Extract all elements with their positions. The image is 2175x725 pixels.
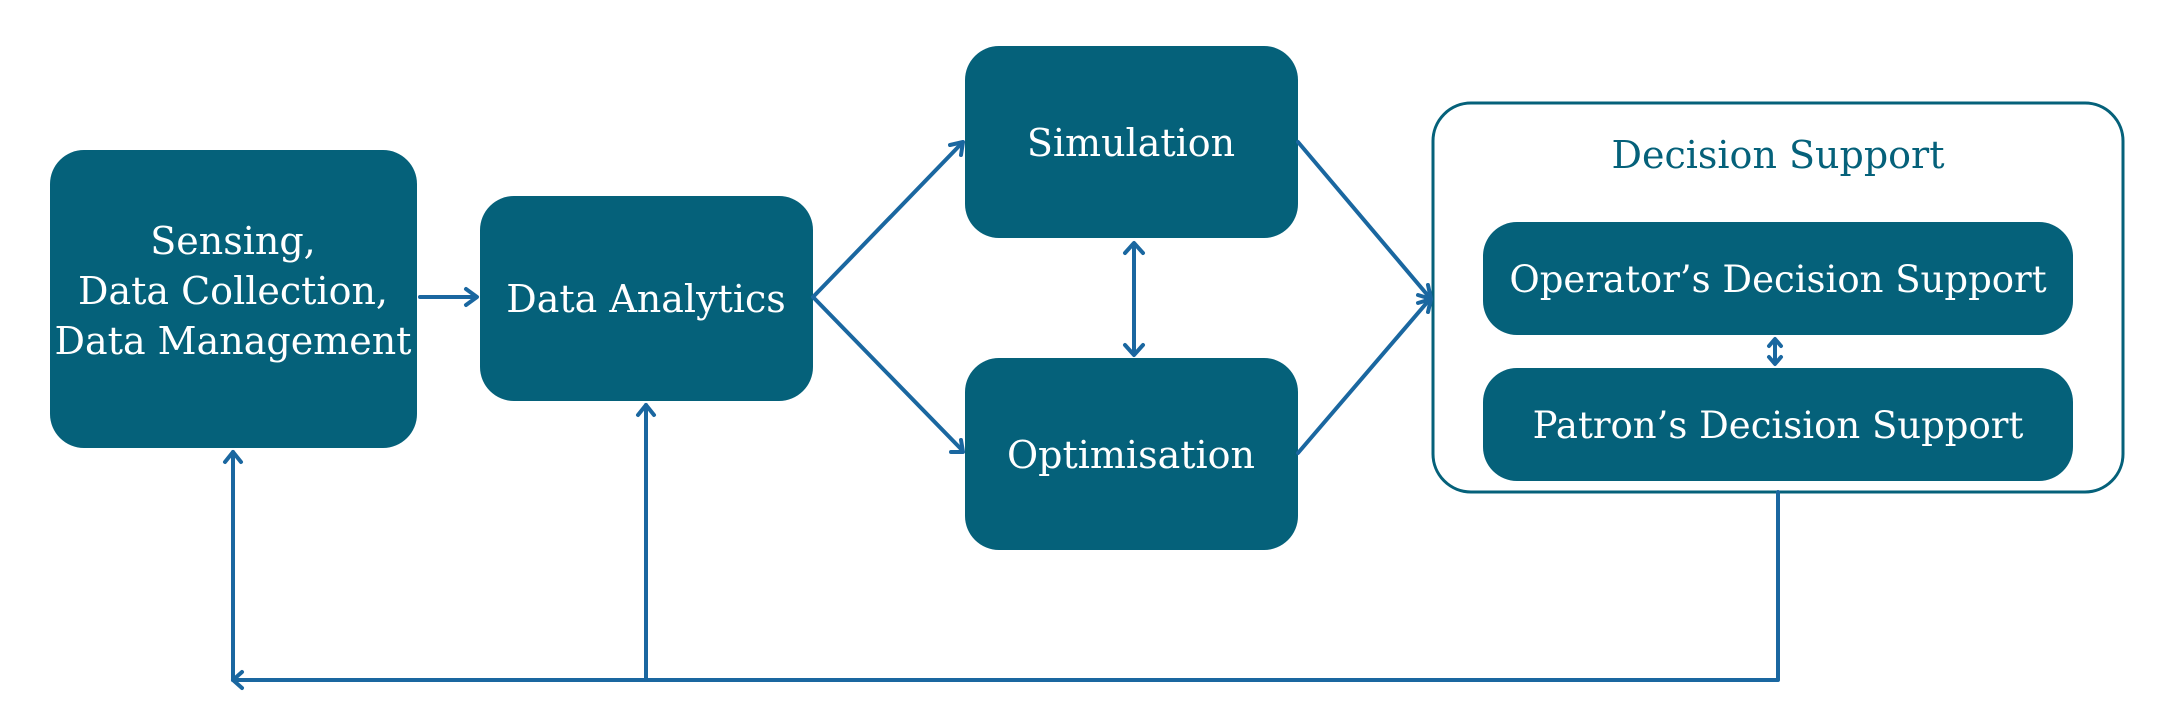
arrow-sensing-to-analytics bbox=[418, 287, 479, 307]
data-analytics-node: Data Analytics bbox=[480, 196, 813, 401]
operator-patron-double-arrow bbox=[1767, 337, 1783, 366]
simulation-node: Simulation bbox=[965, 46, 1298, 238]
simulation-label: Simulation bbox=[1027, 121, 1235, 165]
arrow-simulation-to-decision-support bbox=[1296, 140, 1433, 301]
arrow-analytics-to-simulation bbox=[811, 140, 965, 299]
optimisation-label: Optimisation bbox=[1007, 433, 1255, 477]
arrow-analytics-to-optimisation bbox=[811, 295, 965, 454]
arrow-optimisation-to-decision-support bbox=[1296, 297, 1433, 455]
sensing-label-line-2: Data Collection, bbox=[78, 269, 388, 313]
operator-decision-support-label: Operator’s Decision Support bbox=[1509, 258, 2046, 301]
patron-decision-support-node: Patron’s Decision Support bbox=[1483, 368, 2073, 481]
sensing-node: Sensing, Data Collection, Data Managemen… bbox=[50, 150, 417, 448]
decision-support-group: Decision Support Operator’s Decision Sup… bbox=[1431, 101, 2125, 494]
patron-decision-support-label: Patron’s Decision Support bbox=[1533, 404, 2024, 447]
arrow-feedback-to-analytics bbox=[636, 403, 656, 682]
operator-decision-support-node: Operator’s Decision Support bbox=[1483, 222, 2073, 335]
data-analytics-label: Data Analytics bbox=[506, 277, 786, 321]
sensing-label-line-3: Data Management bbox=[55, 319, 412, 363]
sensing-label-line-1: Sensing, bbox=[150, 219, 316, 263]
optimisation-node: Optimisation bbox=[965, 358, 1298, 550]
arrow-simulation-optimisation-double bbox=[1123, 241, 1145, 357]
decision-support-title: Decision Support bbox=[1612, 133, 1945, 177]
arrow-feedback-to-sensing bbox=[223, 450, 243, 682]
